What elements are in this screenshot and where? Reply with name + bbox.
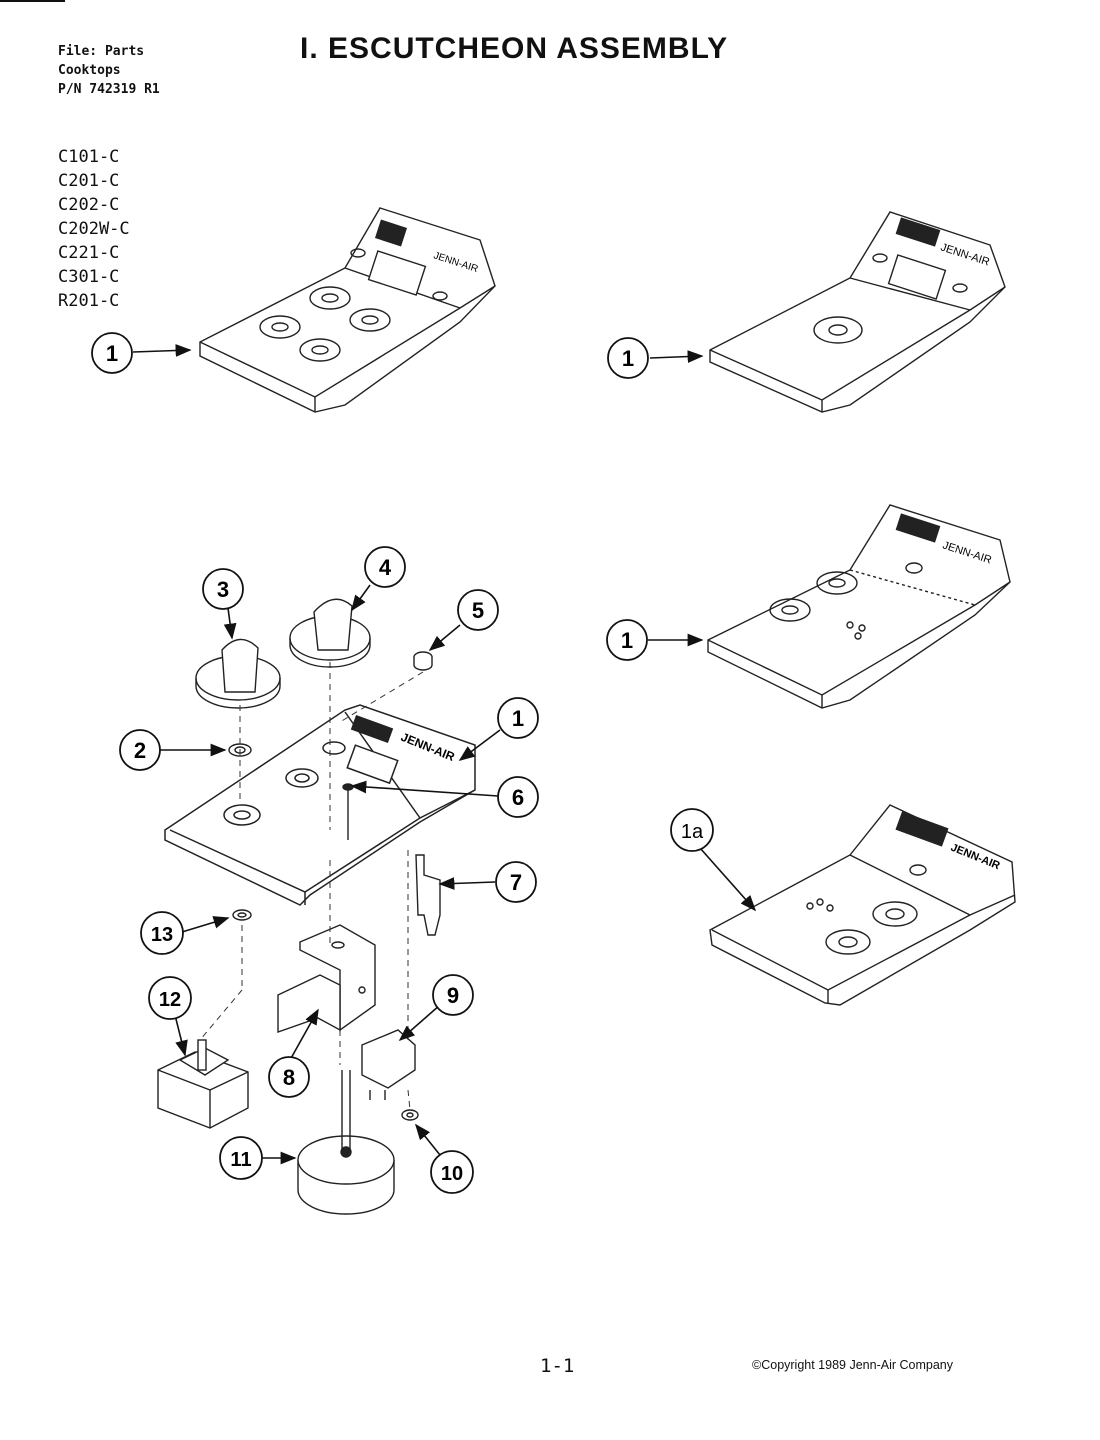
callout-9: 9 [432, 974, 474, 1016]
escutcheon-1a [709, 804, 1016, 1006]
copyright-notice: ©Copyright 1989 Jenn-Air Company [752, 1358, 953, 1372]
assembly-guide-lines [199, 662, 424, 1111]
file-info: File: Parts Cooktops P/N 742319 R1 [58, 42, 160, 99]
callout-1-a: 1 [91, 332, 133, 374]
callout-13: 13 [140, 911, 184, 955]
escutcheon-four-burner [199, 207, 496, 413]
model-list: C101-C C201-C C202-C C202W-C C221-C C301… [58, 145, 130, 313]
model-item: C301-C [58, 267, 120, 287]
callout-arrows [132, 344, 757, 1165]
callout-3: 3 [202, 568, 244, 610]
indicator-light-7 [415, 854, 441, 936]
svg-text:1a: 1a [681, 821, 704, 843]
callout-8: 8 [268, 1056, 310, 1098]
model-item: C101-C [58, 147, 120, 167]
svg-text:1: 1 [512, 706, 524, 731]
escutcheon-single-burner [709, 211, 1006, 413]
control-unit-11 [297, 1070, 395, 1215]
washer-10 [401, 1109, 419, 1121]
svg-text:13: 13 [151, 924, 173, 946]
callout-1a: 1a [670, 808, 714, 852]
callout-1-c: 1 [606, 619, 648, 661]
page-title: I. ESCUTCHEON ASSEMBLY [300, 32, 729, 65]
svg-text:6: 6 [512, 785, 524, 810]
svg-text:4: 4 [379, 555, 392, 580]
callout-5: 5 [457, 589, 499, 631]
file-line-3: P/N 742319 R1 [58, 82, 160, 97]
control-knob-4 [289, 598, 371, 668]
callout-2: 2 [119, 729, 161, 771]
svg-text:7: 7 [510, 870, 522, 895]
callout-12: 12 [148, 976, 192, 1020]
svg-text:1: 1 [622, 346, 634, 371]
model-item: C202-C [58, 195, 120, 215]
plug-button-5 [413, 651, 433, 671]
callout-11: 11 [219, 1136, 263, 1180]
svg-text:1: 1 [106, 341, 118, 366]
model-item: C202W-C [58, 219, 130, 239]
callout-10: 10 [430, 1150, 474, 1194]
top-rule-line [0, 0, 65, 2]
callout-1-b: 1 [607, 337, 649, 379]
file-line-1: File: Parts [58, 44, 145, 59]
svg-text:12: 12 [159, 989, 181, 1011]
svg-text:2: 2 [134, 738, 146, 763]
model-item: R201-C [58, 291, 120, 311]
escutcheon-two-burner [707, 504, 1011, 709]
model-item: C221-C [58, 243, 120, 263]
escutcheon-main [164, 704, 476, 906]
svg-text:9: 9 [447, 983, 459, 1008]
svg-text:3: 3 [217, 577, 229, 602]
control-knob-3 [195, 638, 281, 709]
rotary-switch-12 [157, 1039, 249, 1129]
svg-text:1: 1 [621, 628, 633, 653]
callout-6: 6 [497, 776, 539, 818]
svg-text:5: 5 [472, 598, 484, 623]
callout-4: 4 [364, 546, 406, 588]
svg-text:10: 10 [441, 1163, 463, 1185]
callout-7: 7 [495, 861, 537, 903]
page-number: 1-1 [540, 1355, 575, 1377]
model-item: C201-C [58, 171, 120, 191]
washer-13 [232, 909, 252, 921]
mounting-bracket-8 [277, 924, 376, 1033]
file-line-2: Cooktops [58, 63, 121, 78]
svg-text:11: 11 [230, 1149, 251, 1171]
callout-1-d: 1 [497, 697, 539, 739]
switch-9 [361, 1029, 416, 1100]
svg-text:8: 8 [283, 1065, 295, 1090]
